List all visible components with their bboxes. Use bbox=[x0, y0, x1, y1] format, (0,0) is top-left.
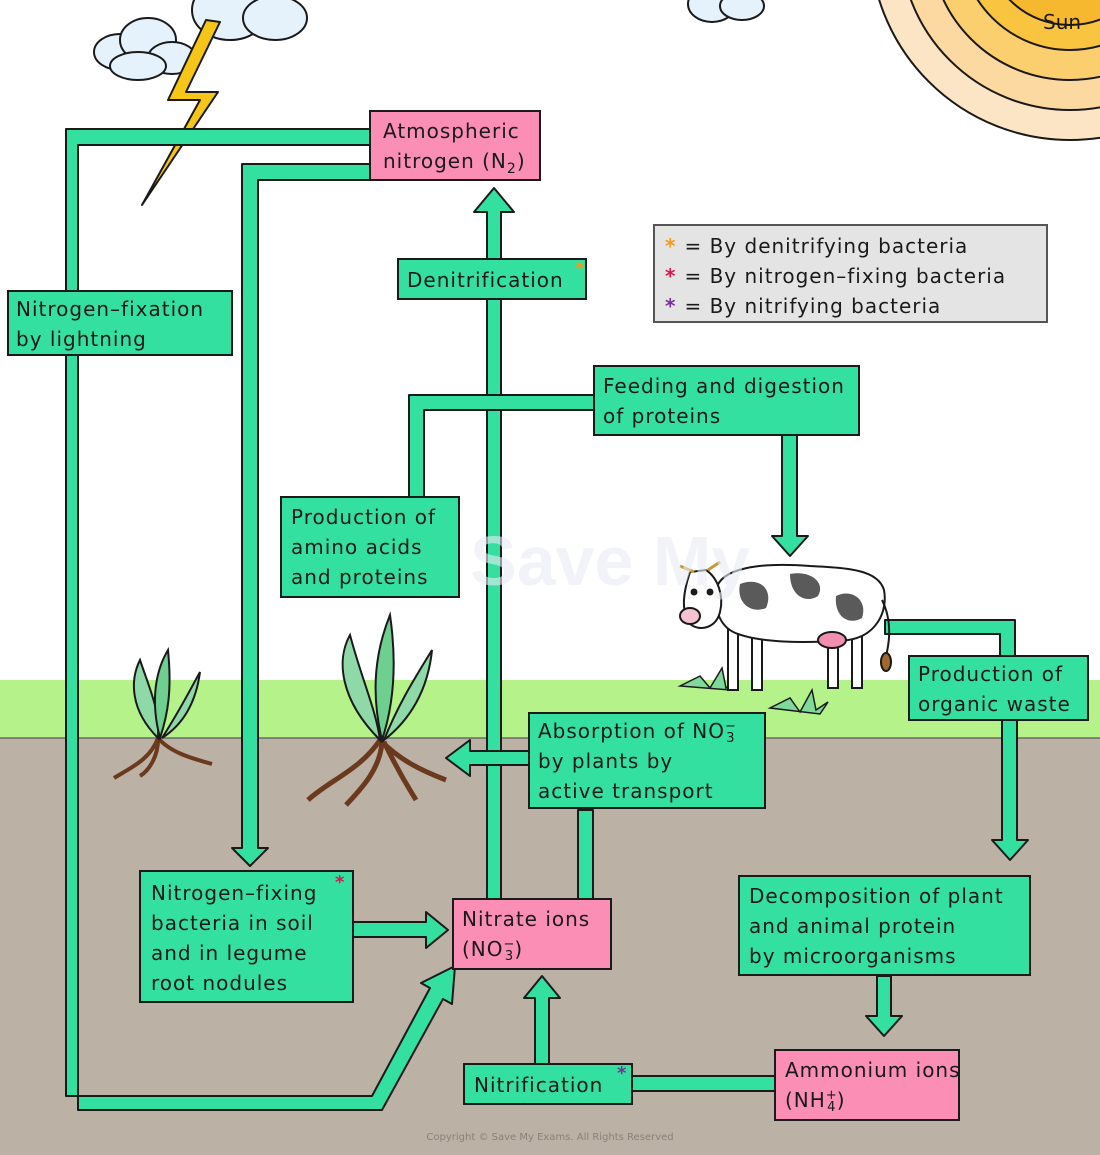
organic-line1: Production of bbox=[918, 662, 1064, 686]
organic-waste-box: Production of organic waste bbox=[908, 655, 1089, 721]
legend-text-nitrogen-fixing: = By nitrogen–fixing bacteria bbox=[684, 264, 1007, 288]
legend-row-nitrogen-fixing: * = By nitrogen–fixing bacteria bbox=[665, 261, 1036, 291]
nitrogen-fixing-bacteria-box: Nitrogen–fixing bacteria in soil and in … bbox=[139, 870, 354, 1003]
ammonium-line2: (NH+4) bbox=[785, 1085, 949, 1115]
nitrification-box: Nitrification * bbox=[463, 1063, 633, 1105]
absorption-subscript: 3 bbox=[726, 730, 735, 746]
nitrogen-fixing-marker: * bbox=[335, 872, 346, 893]
copyright-notice: Copyright © Save My Exams. All Rights Re… bbox=[426, 1132, 674, 1143]
absorption-text: Absorption of NO bbox=[538, 719, 725, 743]
nitrate-line1: Nitrate ions bbox=[462, 907, 591, 931]
ammonium-close: ) bbox=[836, 1088, 846, 1112]
amino-acids-box: Production of amino acids and proteins bbox=[280, 496, 460, 598]
legend-box: * = By denitrifying bacteria * = By nitrog… bbox=[653, 224, 1048, 323]
nitrate-line2: (NO−3) bbox=[462, 934, 602, 964]
atmospheric-line1: Atmospheric bbox=[383, 119, 520, 143]
nitrate-text: (NO bbox=[462, 937, 504, 961]
legend-star-nitrifying: * bbox=[665, 294, 677, 318]
amino-line2: amino acids bbox=[291, 535, 423, 559]
legend-text-nitrifying: = By nitrifying bacteria bbox=[684, 294, 942, 318]
legend-row-nitrifying: * = By nitrifying bacteria bbox=[665, 291, 1036, 321]
denitrification-label: Denitrification bbox=[407, 268, 564, 292]
ammonium-superscript: + bbox=[825, 1087, 837, 1103]
ammonium-ion-notation: +4 bbox=[825, 1087, 837, 1115]
denitrification-box: Denitrification * bbox=[397, 258, 587, 300]
cloud-icon bbox=[93, 17, 197, 81]
nitrate-subscript: 3 bbox=[504, 948, 514, 964]
decomposition-line3: by microorganisms bbox=[749, 944, 957, 968]
atmospheric-line2: nitrogen (N2) bbox=[383, 146, 527, 184]
fixing-line1: Nitrogen–fixing bbox=[151, 881, 318, 905]
decomposition-box: Decomposition of plant and animal protei… bbox=[738, 875, 1031, 976]
fixing-line4: root nodules bbox=[151, 971, 289, 995]
decomposition-line2: and animal protein bbox=[749, 914, 957, 938]
atmospheric-close: ) bbox=[516, 149, 526, 173]
fixing-line3: and in legume bbox=[151, 941, 308, 965]
amino-line3: and proteins bbox=[291, 565, 429, 589]
nitrifying-marker: * bbox=[617, 1063, 628, 1084]
grass-tuft-icon bbox=[767, 687, 829, 715]
amino-line1: Production of bbox=[291, 505, 437, 529]
feeding-line2: of proteins bbox=[603, 404, 722, 428]
lightning-line1: Nitrogen–fixation bbox=[16, 297, 205, 321]
organic-line2: organic waste bbox=[918, 692, 1071, 716]
lightning-fixation-box: Nitrogen–fixation by lightning bbox=[7, 290, 233, 356]
absorption-line2: by plants by bbox=[538, 749, 674, 773]
denitrifying-marker: * bbox=[575, 258, 586, 279]
legend-row-denitrifying: * = By denitrifying bacteria bbox=[665, 231, 1036, 261]
sun-label: Sun bbox=[1043, 10, 1082, 34]
atmospheric-nitrogen-box: Atmospheric nitrogen (N2) bbox=[369, 110, 541, 181]
nitrification-label: Nitrification bbox=[474, 1073, 604, 1097]
ammonium-text: (NH bbox=[785, 1088, 826, 1112]
cow-icon bbox=[679, 560, 892, 691]
absorption-box: Absorption of NO−3 by plants by active t… bbox=[528, 712, 766, 809]
atmospheric-text: nitrogen (N bbox=[383, 149, 507, 173]
ammonium-ions-box: Ammonium ions (NH+4) bbox=[774, 1049, 960, 1121]
lightning-icon bbox=[141, 19, 221, 206]
decomposition-line1: Decomposition of plant bbox=[749, 884, 1004, 908]
atmospheric-subscript: 2 bbox=[506, 161, 517, 177]
ammonium-subscript: 4 bbox=[827, 1099, 836, 1115]
absorption-line3: active transport bbox=[538, 779, 714, 803]
legend-text-denitrifying: = By denitrifying bacteria bbox=[684, 234, 969, 258]
watermark-logo: Save My bbox=[470, 522, 750, 600]
fixing-line2: bacteria in soil bbox=[151, 911, 314, 935]
legend-star-denitrifying: * bbox=[665, 234, 677, 258]
absorption-line1: Absorption of NO−3 bbox=[538, 716, 756, 746]
lightning-line2: by lightning bbox=[16, 327, 147, 351]
sun-icon bbox=[878, 0, 1100, 141]
plant-icon bbox=[112, 646, 213, 780]
plant-icon bbox=[306, 611, 447, 807]
nitrate-superscript: − bbox=[503, 936, 515, 952]
absorption-superscript: − bbox=[724, 718, 736, 734]
feeding-digestion-box: Feeding and digestion of proteins bbox=[593, 365, 860, 436]
cloud-icon bbox=[687, 0, 765, 23]
legend-star-nitrogen-fixing: * bbox=[665, 264, 677, 288]
ammonium-line1: Ammonium ions bbox=[785, 1058, 961, 1082]
nitrate-ion-notation: −3 bbox=[503, 936, 515, 964]
arrow-connectors bbox=[65, 128, 1029, 1111]
absorption-ion-notation: −3 bbox=[724, 718, 736, 746]
nitrate-ions-box: Nitrate ions (NO−3) bbox=[452, 898, 612, 970]
nitrate-close: ) bbox=[514, 937, 524, 961]
feeding-line1: Feeding and digestion bbox=[603, 374, 845, 398]
